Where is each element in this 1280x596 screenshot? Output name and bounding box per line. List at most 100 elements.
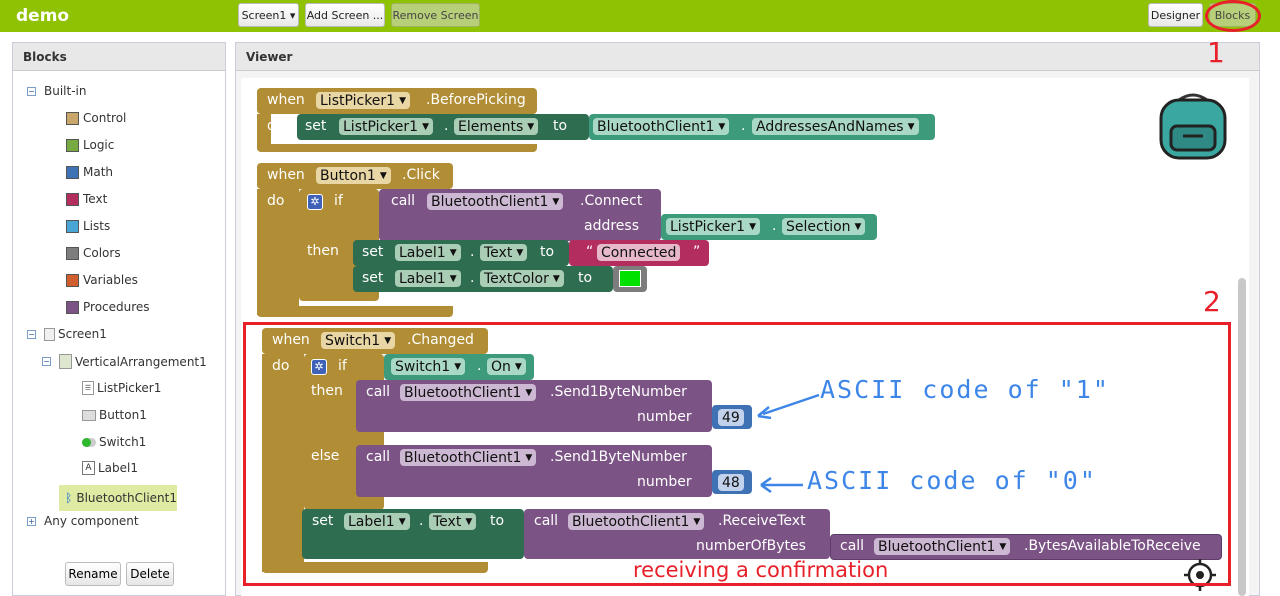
listpicker-dropdown[interactable]: ListPicker1▼ [666,218,761,235]
label-dropdown[interactable]: Label1▼ [395,270,461,287]
arrow-icon [760,476,803,494]
button-dropdown[interactable]: Button1▼ [316,167,391,184]
property-dropdown[interactable]: AddressesAndNames▼ [752,118,919,135]
switch-dropdown[interactable]: Switch1▼ [391,358,466,375]
category-color-icon [66,300,79,314]
category-label: Colors [83,246,121,260]
annotation-text: ASCII code of "1" [820,375,1110,404]
button1-label: Button1 [99,408,147,422]
viewer-title: Viewer [236,43,1259,71]
screen-icon [44,327,55,341]
center-target-icon[interactable] [1184,559,1216,591]
category-color-icon [66,246,79,260]
remove-screen-button[interactable]: Remove Screen [391,3,480,27]
tree-switch1[interactable]: Switch1 [82,435,146,449]
top-bar: demo Screen1 ▾ Add Screen ... Remove Scr… [0,0,1280,32]
rename-button[interactable]: Rename [65,562,121,586]
builtin-category-variables[interactable]: Variables [66,273,138,287]
property-dropdown[interactable]: Selection▼ [782,218,866,235]
expand-icon[interactable]: + [27,516,36,526]
builtin-category-colors[interactable]: Colors [66,246,121,260]
category-label: Math [83,165,114,179]
tree-any-component[interactable]: + Any component [27,514,139,528]
bluetooth-dropdown[interactable]: BluetoothClient1▼ [874,538,1011,555]
highlight-ellipse [1205,0,1261,32]
builtin-label: Built-in [44,84,87,98]
backpack-icon[interactable] [1157,90,1229,162]
screen-dropdown[interactable]: Screen1 ▾ [238,3,299,27]
collapse-icon[interactable]: − [42,357,51,366]
when-label: when [267,92,305,108]
bluetooth-dropdown[interactable]: BluetoothClient1▼ [427,193,564,210]
tree-screen1[interactable]: − Screen1 [27,327,107,341]
category-color-icon [66,219,79,233]
property-dropdown[interactable]: On▼ [487,358,526,375]
gear-icon[interactable]: ✲ [311,359,327,375]
arrangement-label: VerticalArrangement1 [75,354,207,369]
label-dropdown[interactable]: Label1▼ [395,244,461,261]
designer-button[interactable]: Designer [1148,3,1203,27]
category-color-icon [66,273,79,287]
builtin-category-procedures[interactable]: Procedures [66,300,150,314]
project-title: demo [16,6,70,26]
label-dropdown[interactable]: Label1▼ [344,513,410,530]
property-dropdown[interactable]: TextColor▼ [480,270,564,287]
builtin-category-control[interactable]: Control [66,111,126,125]
bluetooth-dropdown[interactable]: BluetoothClient1▼ [400,384,537,401]
annotation-number: 1 [1207,36,1225,69]
switch-icon [82,437,96,447]
builtin-category-math[interactable]: Math [66,165,113,179]
tree-builtin[interactable]: − Built-in [27,84,86,98]
bluetoothclient1-label: BluetoothClient1 [76,491,177,505]
bluetooth-dropdown[interactable]: BluetoothClient1▼ [400,449,537,466]
collapse-icon[interactable]: − [27,86,36,96]
builtin-category-logic[interactable]: Logic [66,138,114,152]
listpicker-dropdown[interactable]: ListPicker1▼ [316,92,411,109]
any-component-label: Any component [44,514,139,528]
category-color-icon [66,165,79,179]
blocks-panel-title: Blocks [13,43,225,71]
category-color-icon [66,138,79,152]
number-input[interactable]: 48 [718,474,744,491]
arrangement-icon [59,354,72,369]
collapse-icon[interactable]: − [27,329,36,339]
property-dropdown[interactable]: Text▼ [480,244,528,261]
switch-dropdown[interactable]: Switch1▼ [321,332,396,349]
annotation-number: 2 [1203,285,1221,318]
set-block[interactable] [353,240,569,266]
bluetooth-dropdown[interactable]: BluetoothClient1▼ [568,513,705,530]
bluetooth-icon: ᛒ [65,491,73,505]
tree-listpicker1[interactable]: ☰ ListPicker1 [82,381,161,395]
bluetooth-dropdown[interactable]: BluetoothClient1▼ [593,118,730,135]
builtin-category-lists[interactable]: Lists [66,219,110,233]
tree-bluetoothclient1[interactable]: ᛒ BluetoothClient1 [59,485,177,511]
tree-label1[interactable]: A Label1 [82,461,138,475]
gear-icon[interactable]: ✲ [307,194,323,210]
property-dropdown[interactable]: Elements▼ [454,118,539,135]
add-screen-button[interactable]: Add Screen ... [305,3,385,27]
category-label: Text [83,192,108,206]
tree-vertical-arrangement[interactable]: − VerticalArrangement1 [42,354,207,369]
blocks-workspace[interactable]: when ListPicker1▼ .BeforePicking do set … [241,78,1249,596]
number-input[interactable]: 49 [718,409,744,426]
arrow-icon [757,393,820,419]
category-label: Logic [83,138,115,152]
list-icon: ☰ [82,381,94,395]
delete-button[interactable]: Delete [126,562,174,586]
switch1-label: Switch1 [99,435,147,449]
screen1-label: Screen1 [58,327,107,341]
category-label: Variables [83,273,138,287]
label1-label: Label1 [98,461,139,475]
category-label: Control [83,111,127,125]
set-block[interactable] [302,509,524,559]
category-color-icon [66,111,79,125]
color-swatch[interactable] [619,270,641,287]
text-input[interactable]: Connected [597,244,681,261]
property-dropdown[interactable]: Text▼ [429,513,477,530]
tree-button1[interactable]: Button1 [82,408,147,422]
event-name: .BeforePicking [426,92,526,108]
vertical-scrollbar[interactable] [1238,278,1246,596]
builtin-category-text[interactable]: Text [66,192,107,206]
highlight-rectangle [243,322,1231,586]
listpicker-dropdown[interactable]: ListPicker1▼ [339,118,434,135]
